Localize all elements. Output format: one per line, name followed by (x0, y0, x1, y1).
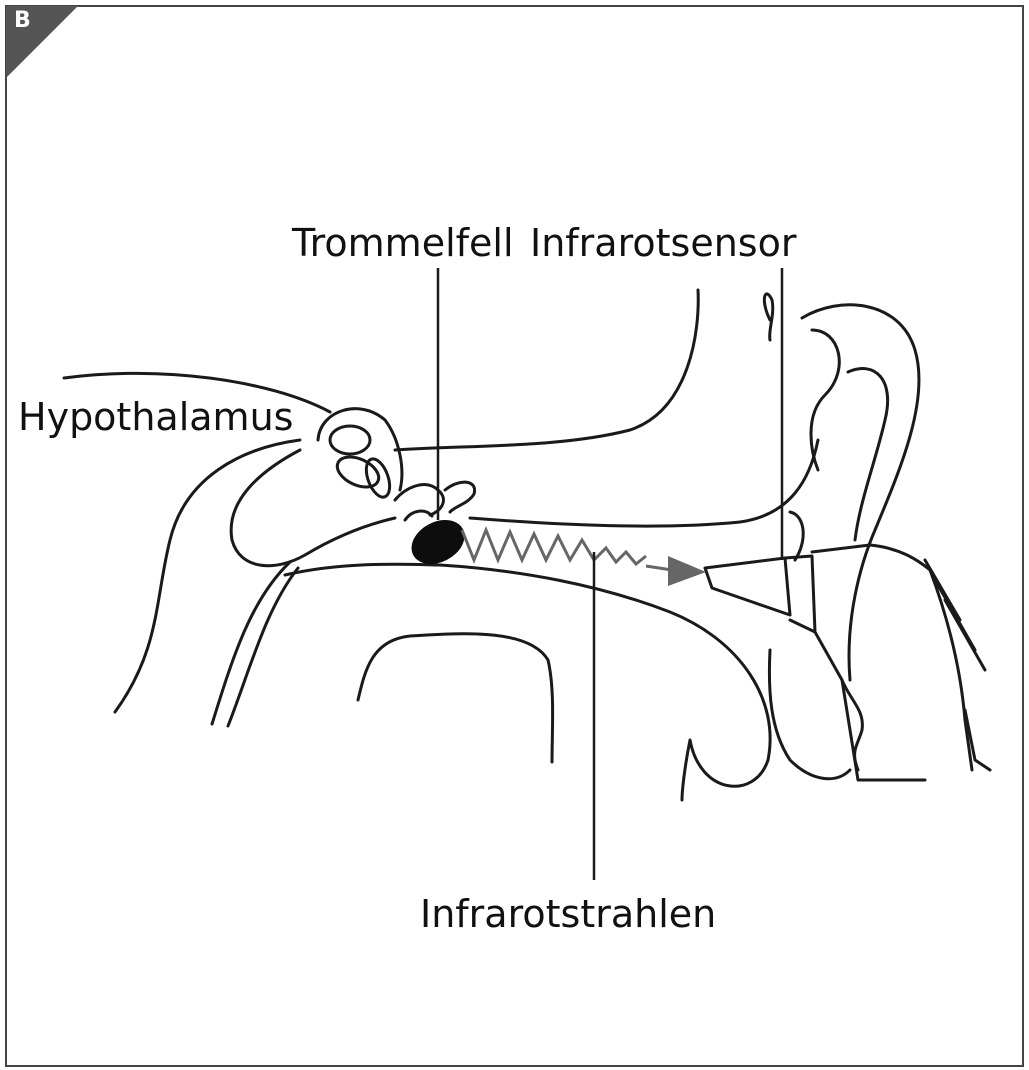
skull-inner-outline (210, 560, 292, 726)
skull-base (283, 562, 442, 577)
probe-body (810, 543, 932, 572)
tragus (762, 292, 775, 342)
canal-loop-2 (335, 455, 381, 489)
probe-ridges (923, 558, 987, 672)
label-hypothalamus: Hypothalamus (18, 395, 294, 439)
ossicle-hammer (443, 480, 477, 514)
infrared-ray-line (645, 564, 673, 572)
panel-corner-tab (6, 6, 78, 78)
probe-button (963, 708, 992, 772)
earlobe (767, 648, 852, 781)
label-eardrum: Trommelfell (292, 221, 514, 265)
ear-canal-lower (438, 563, 772, 802)
inner-ear-lobe (229, 448, 397, 568)
concha (788, 510, 805, 562)
probe-handle (813, 630, 927, 782)
head-outline (113, 438, 302, 714)
jaw-outline (356, 632, 555, 764)
ossicle-stirrup (403, 509, 434, 522)
probe-seam (840, 678, 864, 772)
eardrum-shape (411, 519, 465, 565)
infrared-ray-wave (460, 525, 647, 567)
antihelix (809, 328, 841, 472)
panel-letter: B (14, 8, 31, 33)
probe-tip (703, 556, 792, 617)
pinna-inner (846, 367, 890, 542)
skull-inner-outline-2 (226, 566, 300, 728)
probe-collar (783, 554, 817, 634)
ear-canal-upper (393, 288, 700, 452)
panel-frame (5, 5, 1024, 1067)
label-infrared-rays: Infrarotstrahlen (420, 892, 717, 936)
label-infrared-sensor: Infrarotsensor (530, 221, 797, 265)
canal-loop-1 (328, 424, 372, 456)
ear-canal-top-wall (468, 438, 820, 528)
probe-handle-rear (928, 568, 974, 772)
semicircular-canals (316, 407, 404, 492)
infrared-ray-arrowhead (668, 556, 706, 586)
pinna-outer (800, 303, 921, 682)
canal-loop-3 (364, 457, 392, 499)
brain-outline (62, 371, 332, 414)
